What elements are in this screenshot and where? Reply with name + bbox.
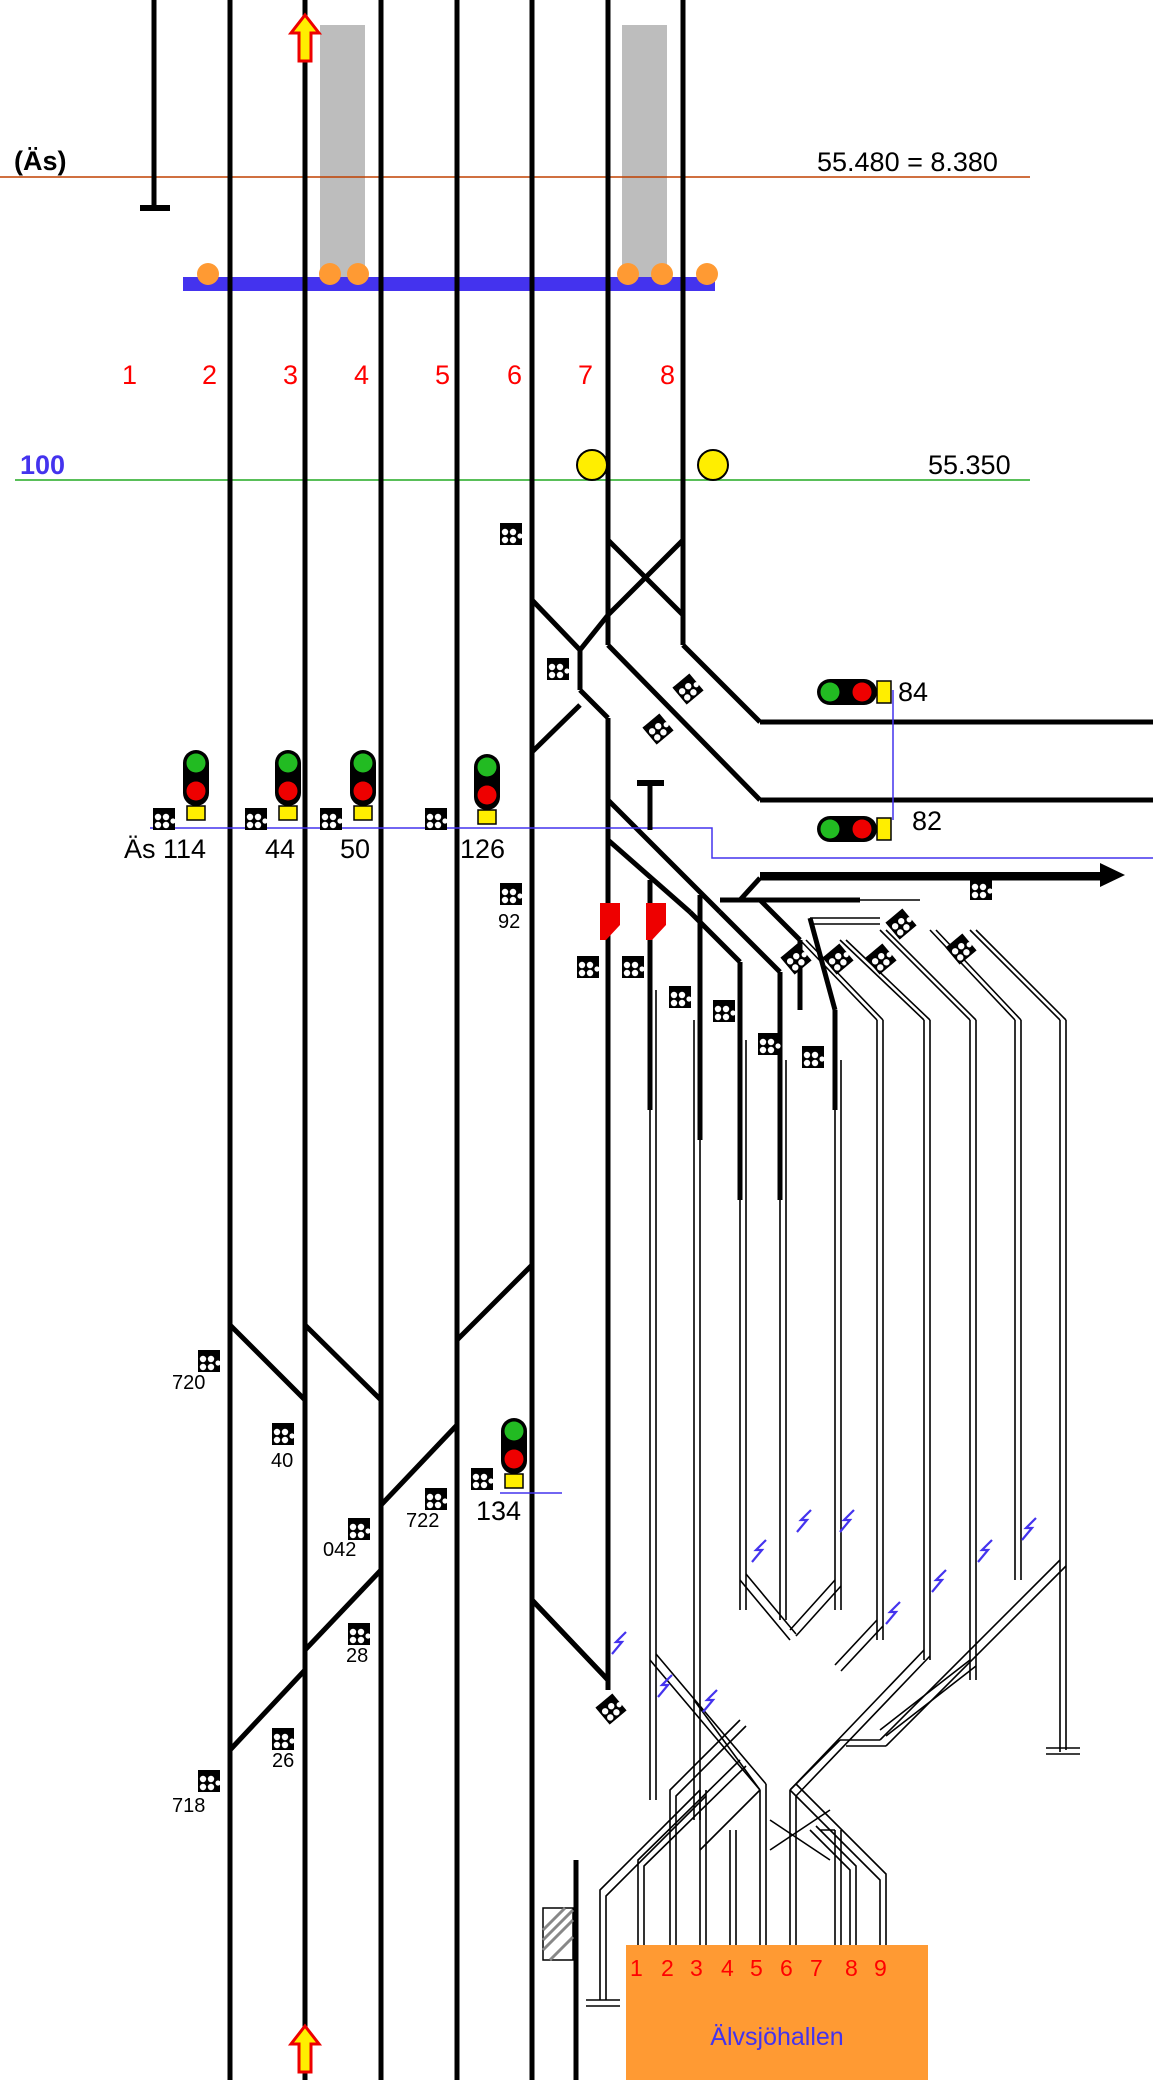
track-number: 1 [122,360,138,390]
platform-left [320,25,365,280]
main-signal-84 [817,679,892,705]
track-number: 7 [578,360,594,390]
hall-box [626,1945,928,2080]
signal-label-114: Äs 114 [124,834,207,864]
signal-label-82: 82 [912,806,943,836]
shunt-label: 722 [406,1510,440,1532]
track-numbers: 1 2 3 4 5 6 7 8 [0,360,1153,394]
hall-track-number: 3 [690,1955,703,1981]
track-number: 8 [660,360,676,390]
platform-right [622,25,667,280]
lightning-icons [610,1508,1046,1714]
shunt-label: 720 [172,1372,206,1394]
shunt-label: 28 [346,1645,369,1667]
main-signal-50 [349,749,377,821]
hall-track-number: 5 [750,1955,763,1981]
station-code: (Äs) [14,146,67,176]
main-signal-44 [274,749,302,821]
signal-label-50: 50 [340,834,371,864]
platform-markers [197,263,718,285]
balise-icon [697,449,729,481]
shunt-label: 40 [271,1450,294,1472]
section-number: 100 [20,450,66,480]
hall-track-number: 1 [630,1955,643,1981]
arrow-up-icon [289,2024,321,2074]
hall-track-number: 2 [661,1955,674,1981]
hall-name: Älvsjöhallen [710,2023,844,2051]
hall-track-number: 8 [845,1955,858,1981]
main-signal-134 [500,1417,528,1489]
arrow-up-icon [289,13,321,63]
signal-label-44: 44 [265,834,296,864]
balise-icon [576,449,608,481]
track-number: 3 [283,360,299,390]
signal-label-126: 126 [460,834,506,864]
dwarf-signals [600,780,666,940]
km-label-top: 55.480 = 8.380 [817,147,998,177]
signal-label-84: 84 [898,677,929,707]
shunt-label: 042 [323,1539,357,1561]
hall-track-number: 6 [780,1955,793,1981]
signal-label-134: 134 [476,1496,522,1526]
hall-track-number: 9 [874,1955,887,1981]
hatched-box [541,1906,575,1962]
shunt-label: 718 [172,1795,206,1817]
track-number: 6 [507,360,523,390]
lower-junction [530,1598,610,1682]
main-tracks [227,0,1153,2080]
track-number: 5 [435,360,451,390]
km-label-mid: 55.350 [928,450,1011,480]
hall-track-number: 7 [810,1955,823,1981]
shunt-label: 92 [498,911,521,933]
track-number: 2 [202,360,218,390]
main-signal-126 [473,753,501,825]
main-signal-114 [182,749,210,821]
arrow-right-icon [760,863,1125,887]
shunt-label: 26 [272,1750,295,1772]
hall-track-number: 4 [721,1955,734,1981]
blue-bar [183,277,715,291]
main-signal-82 [817,816,892,842]
track-number: 4 [354,360,370,390]
secondary-tracks [586,899,1080,2007]
